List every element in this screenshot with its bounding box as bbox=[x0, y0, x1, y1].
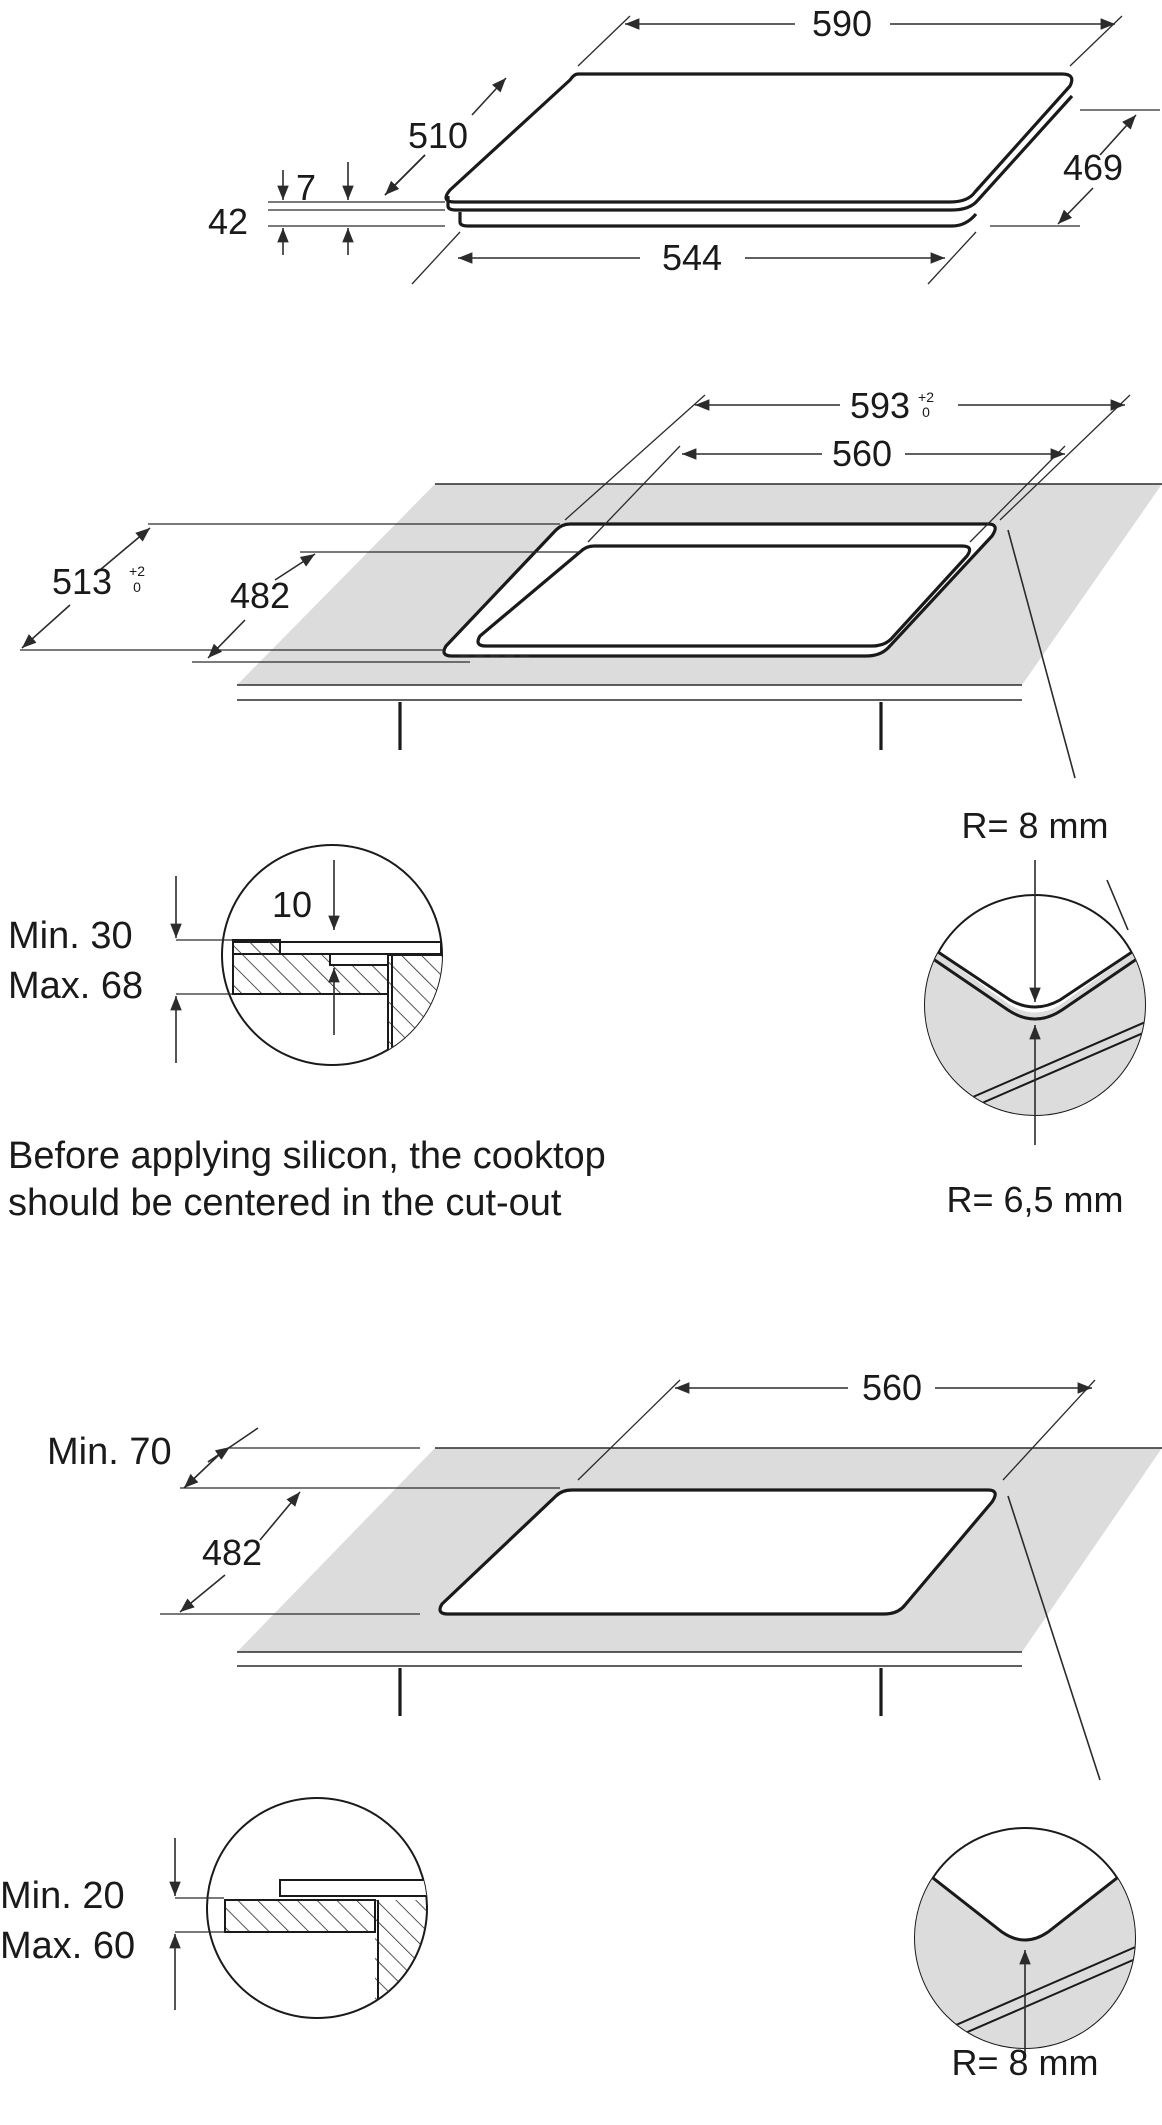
hob-glass-edge bbox=[446, 94, 1074, 212]
flush-cutout-view: 593 +2 0 560 513 +2 0 482 bbox=[8, 385, 1162, 1224]
hob-body bbox=[458, 212, 978, 228]
flush-corner-detail bbox=[924, 860, 1146, 1145]
hob-glass-top bbox=[444, 72, 1074, 204]
hob-glass-thickness-label: 7 bbox=[296, 167, 316, 208]
standard-worktop-min-label: Min. 20 bbox=[0, 1875, 125, 1917]
flush-outer-depth-label: 513 bbox=[52, 561, 112, 602]
standard-corner-detail bbox=[914, 1827, 1136, 2060]
hob-width-label: 590 bbox=[812, 3, 872, 44]
flush-worktop-min-label: Min. 30 bbox=[8, 915, 133, 957]
hob-body-width-label: 544 bbox=[662, 237, 722, 278]
hob-depth-label: 510 bbox=[408, 115, 468, 156]
flush-inner-width-label: 560 bbox=[832, 433, 892, 474]
hob-dimension-view: 590 510 544 469 7 42 bbox=[208, 3, 1160, 285]
flush-outer-width-label: 593 bbox=[850, 385, 910, 426]
hob-body-depth-label: 469 bbox=[1063, 147, 1123, 188]
standard-section-detail bbox=[206, 1797, 428, 2019]
install-note-line1: Before applying silicon, the cooktop bbox=[8, 1135, 606, 1177]
flush-corner-inner-label: R= 6,5 mm bbox=[946, 1179, 1123, 1220]
flush-section-detail: 10 bbox=[221, 844, 443, 1066]
flush-inner-depth-label: 482 bbox=[230, 575, 290, 616]
install-note-line2: should be centered in the cut-out bbox=[8, 1182, 562, 1224]
standard-worktop-max-label: Max. 60 bbox=[0, 1925, 135, 1967]
standard-cutout bbox=[438, 1488, 997, 1616]
standard-depth-label: 482 bbox=[202, 1532, 262, 1573]
flush-corner-outer-label: R= 8 mm bbox=[961, 805, 1108, 846]
flush-cutout-inner bbox=[476, 544, 972, 648]
standard-cutout-view: 560 Min. 70 482 Min. 20 Max bbox=[0, 1367, 1162, 2083]
standard-edge-distance-label: Min. 70 bbox=[47, 1431, 172, 1473]
flush-outer-width-tol-lower: 0 bbox=[922, 404, 930, 420]
flush-step-label: 10 bbox=[272, 884, 312, 925]
flush-outer-depth-tol-upper: +2 bbox=[129, 563, 145, 579]
flush-worktop-max-label: Max. 68 bbox=[8, 965, 143, 1007]
flush-outer-depth-tol-lower: 0 bbox=[133, 579, 141, 595]
flush-outer-width-tol-upper: +2 bbox=[918, 389, 934, 405]
standard-corner-label: R= 8 mm bbox=[951, 2042, 1098, 2083]
hob-height-label: 42 bbox=[208, 201, 248, 242]
standard-width-label: 560 bbox=[862, 1367, 922, 1408]
